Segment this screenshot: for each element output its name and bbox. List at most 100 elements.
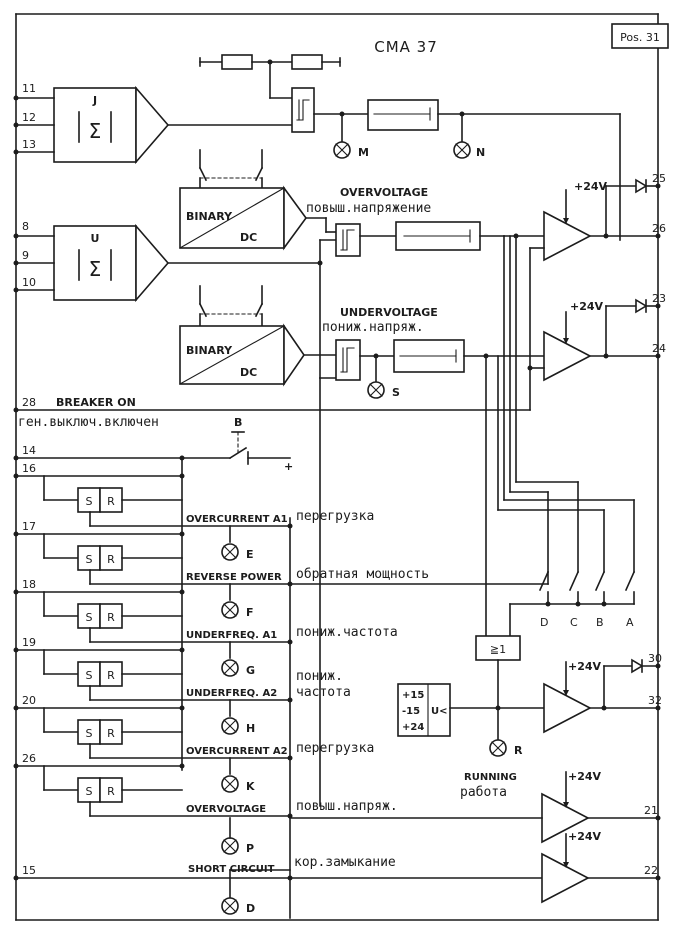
- amp-undervoltage: +24V 23 24: [543, 292, 666, 382]
- flipflop-s-label: S: [86, 727, 93, 740]
- protection-label-ru: перегрузка: [296, 741, 374, 756]
- switch-b-plus: +: [284, 460, 293, 473]
- flipflop-s-label: S: [86, 785, 93, 798]
- flipflop-s-label: S: [86, 553, 93, 566]
- pin-15: 15: [22, 864, 36, 877]
- pin-9: 9: [22, 249, 29, 262]
- position-tag: Pos. 31: [620, 31, 660, 44]
- protection-label: UNDERFREQ. A1: [186, 630, 277, 641]
- contact-d-label: D: [540, 616, 548, 629]
- row-output-node: [287, 523, 293, 529]
- protection-label: OVERCURRENT A1: [186, 514, 288, 525]
- protection-label-ru: повыш.напряж.: [296, 799, 398, 814]
- lamp-n: N: [453, 141, 485, 159]
- contact-b-label: B: [596, 616, 604, 629]
- lamp-s-label: S: [392, 386, 400, 399]
- short-circuit-row: D: [13, 869, 543, 915]
- converter-2-bottom: DC: [240, 366, 257, 379]
- summer-u-label: U: [91, 232, 100, 245]
- pin-26: 26: [652, 222, 666, 235]
- pin-label: 16: [22, 462, 36, 475]
- row-input-node: [13, 705, 19, 711]
- contacts-bus: D C B A: [509, 570, 636, 637]
- lamp-m-label: M: [358, 146, 369, 159]
- lamp-cross: [223, 603, 237, 617]
- flipflop-r-label: R: [107, 785, 115, 798]
- resistor-divider: [199, 54, 341, 99]
- summer-u: U Σ 8 9 10: [13, 220, 337, 379]
- pin-32: 32: [648, 694, 662, 707]
- running-block: +15 -15 +24 U<: [397, 683, 545, 737]
- pin-label: 19: [22, 636, 36, 649]
- row-output-node: [287, 639, 293, 645]
- flipflop-s-label: S: [86, 495, 93, 508]
- amp-21: +24V 21: [289, 770, 661, 844]
- pin-21: 21: [644, 804, 658, 817]
- row-bus-node: [179, 763, 185, 769]
- pin-22: 22: [644, 864, 658, 877]
- pin-10: 10: [22, 276, 36, 289]
- row-output-node: [287, 755, 293, 761]
- overvoltage-trigger: [335, 221, 545, 257]
- row-bus-node: [179, 531, 185, 537]
- lamp-d-label: D: [246, 902, 255, 915]
- row-input-node: [13, 473, 19, 479]
- row-bus-node: [179, 589, 185, 595]
- lamp-s: S: [367, 381, 400, 399]
- running-block-line2: -15: [402, 706, 420, 717]
- row-bus-node: [179, 705, 185, 711]
- converter-2-top: BINARY: [186, 344, 233, 357]
- pin-label: 20: [22, 694, 36, 707]
- undervoltage-label-ru: пониж.напряж.: [322, 320, 424, 335]
- position-tag-box: [611, 23, 669, 49]
- running-block-line3: +24: [402, 722, 424, 733]
- lamp-n-label: N: [476, 146, 485, 159]
- lamp-label: E: [246, 548, 254, 561]
- supply-label: +24V: [568, 830, 602, 843]
- running-label-ru: работа: [460, 785, 507, 800]
- lamp-p-label: P: [246, 842, 254, 855]
- row-input-node: [13, 589, 19, 595]
- undervoltage-label: UNDERVOLTAGE: [340, 306, 438, 319]
- lamp-cross: [223, 545, 237, 559]
- lamp-p: P: [221, 817, 254, 855]
- pin-label: 18: [22, 578, 36, 591]
- pin-8: 8: [22, 220, 29, 233]
- row-bus-node: [179, 647, 185, 653]
- protection-label: OVERCURRENT A2: [186, 746, 288, 757]
- lamp-label: K: [246, 780, 255, 793]
- protection-label-ru: обратная мощность: [296, 567, 429, 582]
- protection-label-ru: пониж.: [296, 669, 343, 684]
- flipflop-r-label: R: [107, 727, 115, 740]
- overvoltage-label: OVERVOLTAGE: [340, 186, 428, 199]
- amp-overvoltage: +24V 25 26: [543, 172, 666, 262]
- diagram-title: CMA 37: [374, 38, 438, 56]
- flipflop-r-label: R: [107, 669, 115, 682]
- pin-13: 13: [22, 138, 36, 151]
- switch-b: B +: [13, 416, 293, 473]
- pin-14: 14: [22, 444, 36, 457]
- lamp-r: R: [489, 739, 523, 757]
- flipflop-s-label: S: [86, 669, 93, 682]
- binary-dc-converter-2: BINARY DC: [179, 285, 337, 387]
- sigma-icon: Σ: [89, 119, 102, 143]
- row-input-node: [13, 763, 19, 769]
- converter-1-bottom: DC: [240, 231, 257, 244]
- flipflop-r-label: R: [107, 553, 115, 566]
- lamp-cross: [223, 777, 237, 791]
- row-output-node: [287, 697, 293, 703]
- contact-a-label: A: [626, 616, 634, 629]
- pin-23: 23: [652, 292, 666, 305]
- pin-30: 30: [648, 652, 662, 665]
- protection-label: UNDERFREQ. A2: [186, 688, 277, 699]
- lamp-cross: [223, 661, 237, 675]
- summer-j: J Σ 11 12 13: [13, 82, 293, 165]
- top-trigger-chain: [291, 87, 621, 241]
- protection-label-ru: пониж.частота: [296, 625, 398, 640]
- or-gate-label: ≧1: [490, 643, 506, 656]
- lamp-label: G: [246, 664, 255, 677]
- pin-28: 28: [22, 396, 36, 409]
- breaker-line: [13, 247, 545, 413]
- protection-label: OVERVOLTAGE: [186, 804, 266, 815]
